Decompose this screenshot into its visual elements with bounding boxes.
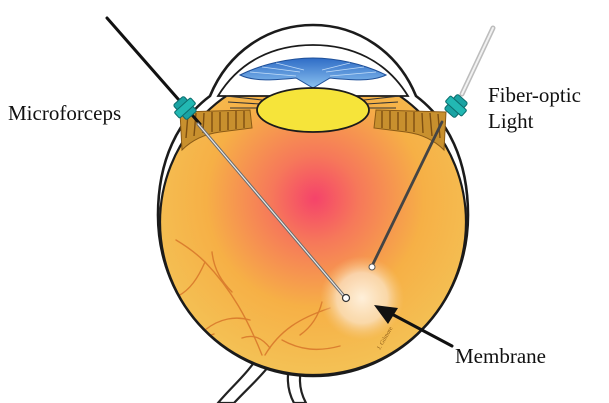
fiber-optic-label-line2: Light	[488, 108, 581, 134]
fiber-optic-label-line1: Fiber-optic	[488, 83, 581, 107]
fiber-optic-tip	[369, 264, 375, 270]
fiber-optic-light-label: Fiber-optic Light	[488, 82, 581, 135]
microforceps-tip	[343, 295, 350, 302]
lens	[257, 88, 369, 132]
microforceps-label: Microforceps	[8, 100, 121, 126]
membrane-label: Membrane	[455, 343, 546, 369]
